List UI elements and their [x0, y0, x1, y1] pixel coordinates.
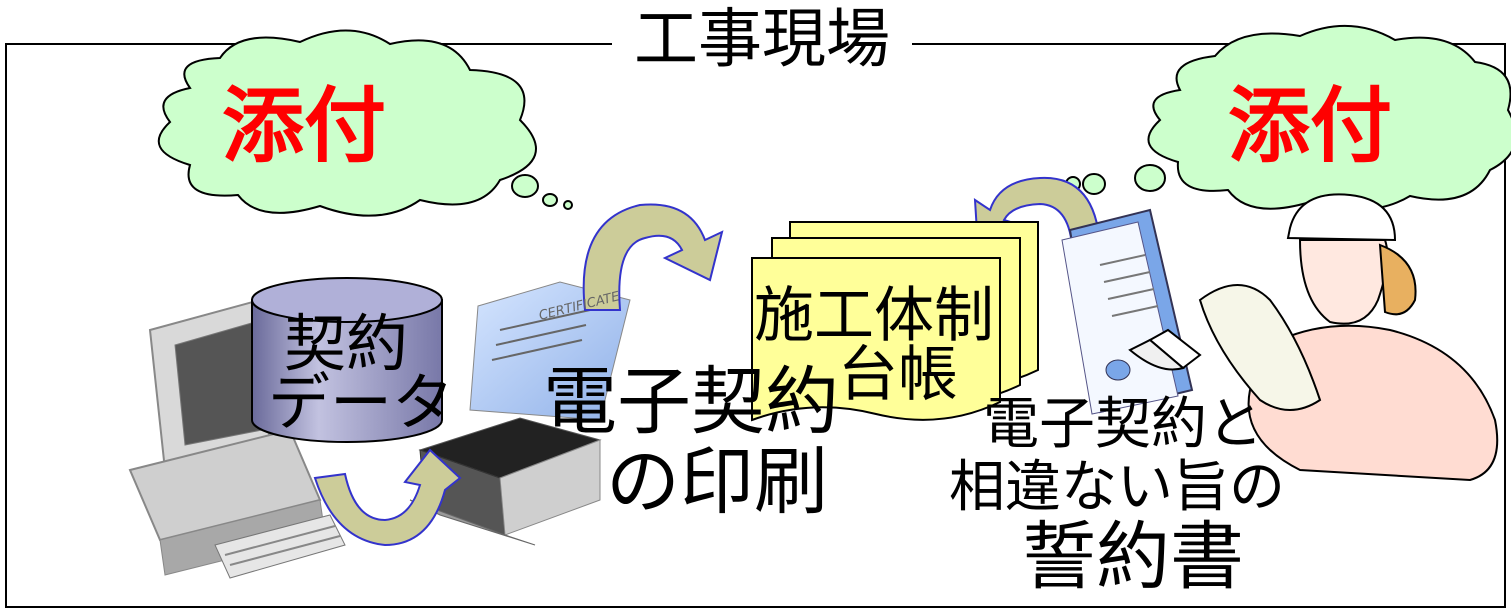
printer-icon: [409, 281, 631, 546]
oath-label-line1: 電子契約と: [983, 392, 1263, 457]
computer-icon: [128, 298, 346, 579]
left-thought-bubble: [157, 29, 573, 217]
document-icon: [1061, 208, 1194, 415]
frame-title: 工事現場: [612, 8, 912, 84]
ledger-label-line1: 施工体制: [754, 281, 994, 351]
arrow-computer-to-printer: [313, 448, 462, 547]
ledger-stack-icon: [751, 221, 1039, 422]
database-icon: [251, 277, 443, 443]
ledger-label-line2: 台帳: [838, 340, 958, 410]
database-label-line2: データ: [268, 366, 455, 439]
print-label-line2: の印刷: [606, 439, 828, 525]
right-bubble-label: 添付: [1228, 79, 1393, 174]
left-bubble-label: 添付: [222, 79, 387, 174]
print-label-line1: 電子契約: [543, 359, 839, 445]
oath-label-line2: 相違ない旨の: [949, 455, 1285, 520]
oath-label-line3: 誓約書: [1022, 514, 1244, 600]
worker-icon: [1128, 193, 1499, 482]
arrow-printer-to-ledger: [582, 203, 724, 311]
database-label-line1: 契約: [284, 307, 409, 380]
